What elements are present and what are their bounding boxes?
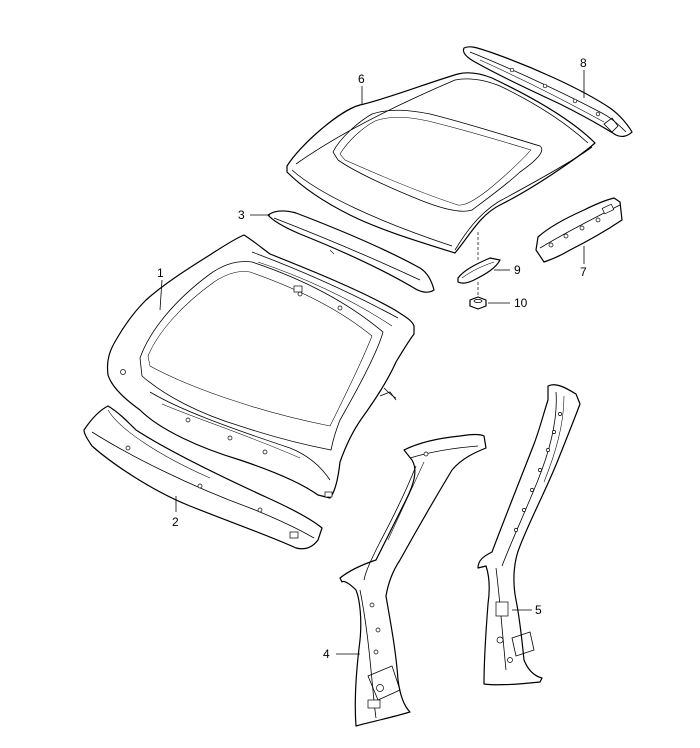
roof-panel [286,72,596,254]
front-roof-rail [267,210,435,293]
callout-10: 10 [514,296,528,310]
a-pillar [339,433,487,727]
leader-lines [159,70,585,655]
callout-3: 3 [238,208,245,222]
windshield-frame [106,234,415,499]
roof-bracket [535,197,623,263]
callout-5: 5 [535,603,542,617]
callout-labels: 1 2 3 4 5 6 7 8 9 10 [157,56,587,661]
callout-4: 4 [323,647,330,661]
b-pillar [477,384,581,686]
callout-2: 2 [172,515,179,529]
callout-9: 9 [514,263,521,277]
callout-1: 1 [157,266,164,280]
nut [469,296,487,310]
callout-8: 8 [580,56,587,70]
rear-roof-rail [462,46,633,138]
roof-strip [457,232,501,298]
callout-6: 6 [358,72,365,86]
cowl-panel [83,405,323,550]
leader-1 [159,279,163,311]
callout-7: 7 [580,265,587,279]
